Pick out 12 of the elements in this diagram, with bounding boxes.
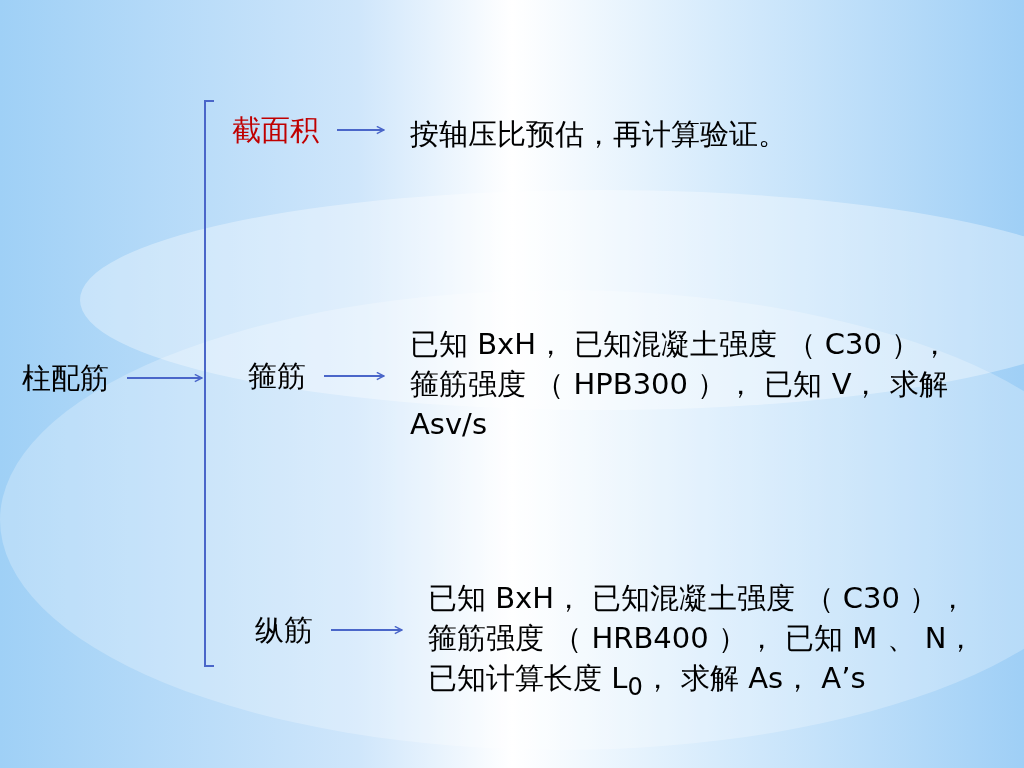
- root-label: 柱配筋: [22, 358, 132, 398]
- branch-label: 纵筋: [255, 610, 330, 650]
- bracket: [203, 100, 215, 667]
- arrow: [336, 125, 385, 135]
- branch-label: 箍筋: [248, 356, 323, 396]
- arrow: [330, 625, 403, 635]
- description-text: 已知 BxH， 已知混凝土强度 （ C30 ），箍筋强度 （ HRB400 ）， 已知 M 、 N，已知计算长度 L$_{0}$， 求解 As， A’s: [428, 578, 988, 707]
- arrow: [323, 371, 385, 381]
- arrow: [126, 373, 203, 383]
- branch-label: 截面积: [232, 110, 342, 150]
- description-text: 按轴压比预估，再计算验证。: [410, 114, 930, 154]
- description-text: 已知 BxH， 已知混凝土强度 （ C30 ），箍筋强度 （ HPB300 ）， 已知 V， 求解 Asv/s: [410, 324, 970, 444]
